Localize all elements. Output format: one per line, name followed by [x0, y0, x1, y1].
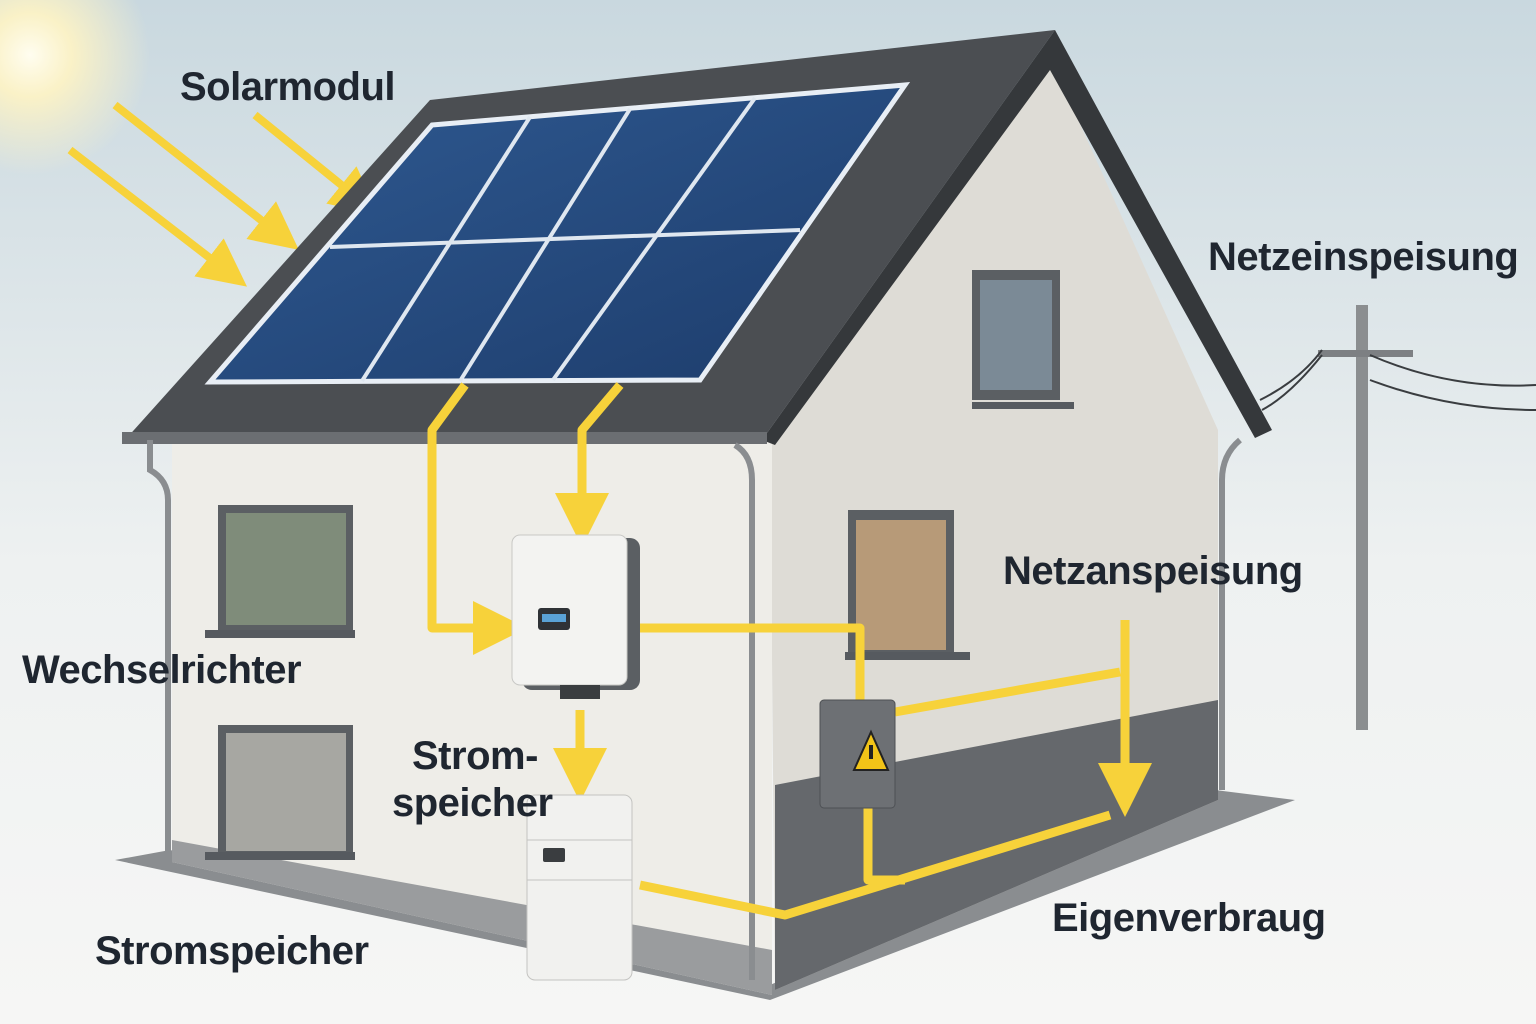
sunlight-arrows: [67, 101, 379, 287]
gutter: [122, 432, 767, 444]
inverter-wechselrichter: [511, 534, 640, 699]
label-netzanspeisung: Netzanspeisung: [1003, 549, 1303, 593]
windows: [205, 270, 1074, 860]
sun-icon: [0, 0, 150, 175]
label-netzeinspeisung: Netzeinspeisung: [1208, 235, 1519, 279]
downpipes: [147, 437, 1243, 980]
roof-edge: [762, 30, 1272, 445]
power-pole: [1259, 305, 1536, 730]
label-eigenverbraug: Eigenverbraug: [1052, 896, 1326, 940]
label-stromspeicher-line1: Strom-: [412, 734, 538, 778]
label-stromspeicher: Stromspeicher: [95, 929, 369, 973]
solar-panel: [204, 82, 911, 385]
label-wechselrichter: Wechselrichter: [22, 648, 302, 692]
label-stromspeicher-line2: speicher: [392, 781, 553, 825]
label-solarmodul: Solarmodul: [180, 65, 396, 109]
battery-stromspeicher: [526, 794, 633, 981]
energy-flow-lines: [427, 382, 1152, 920]
meter-box: [819, 699, 896, 809]
